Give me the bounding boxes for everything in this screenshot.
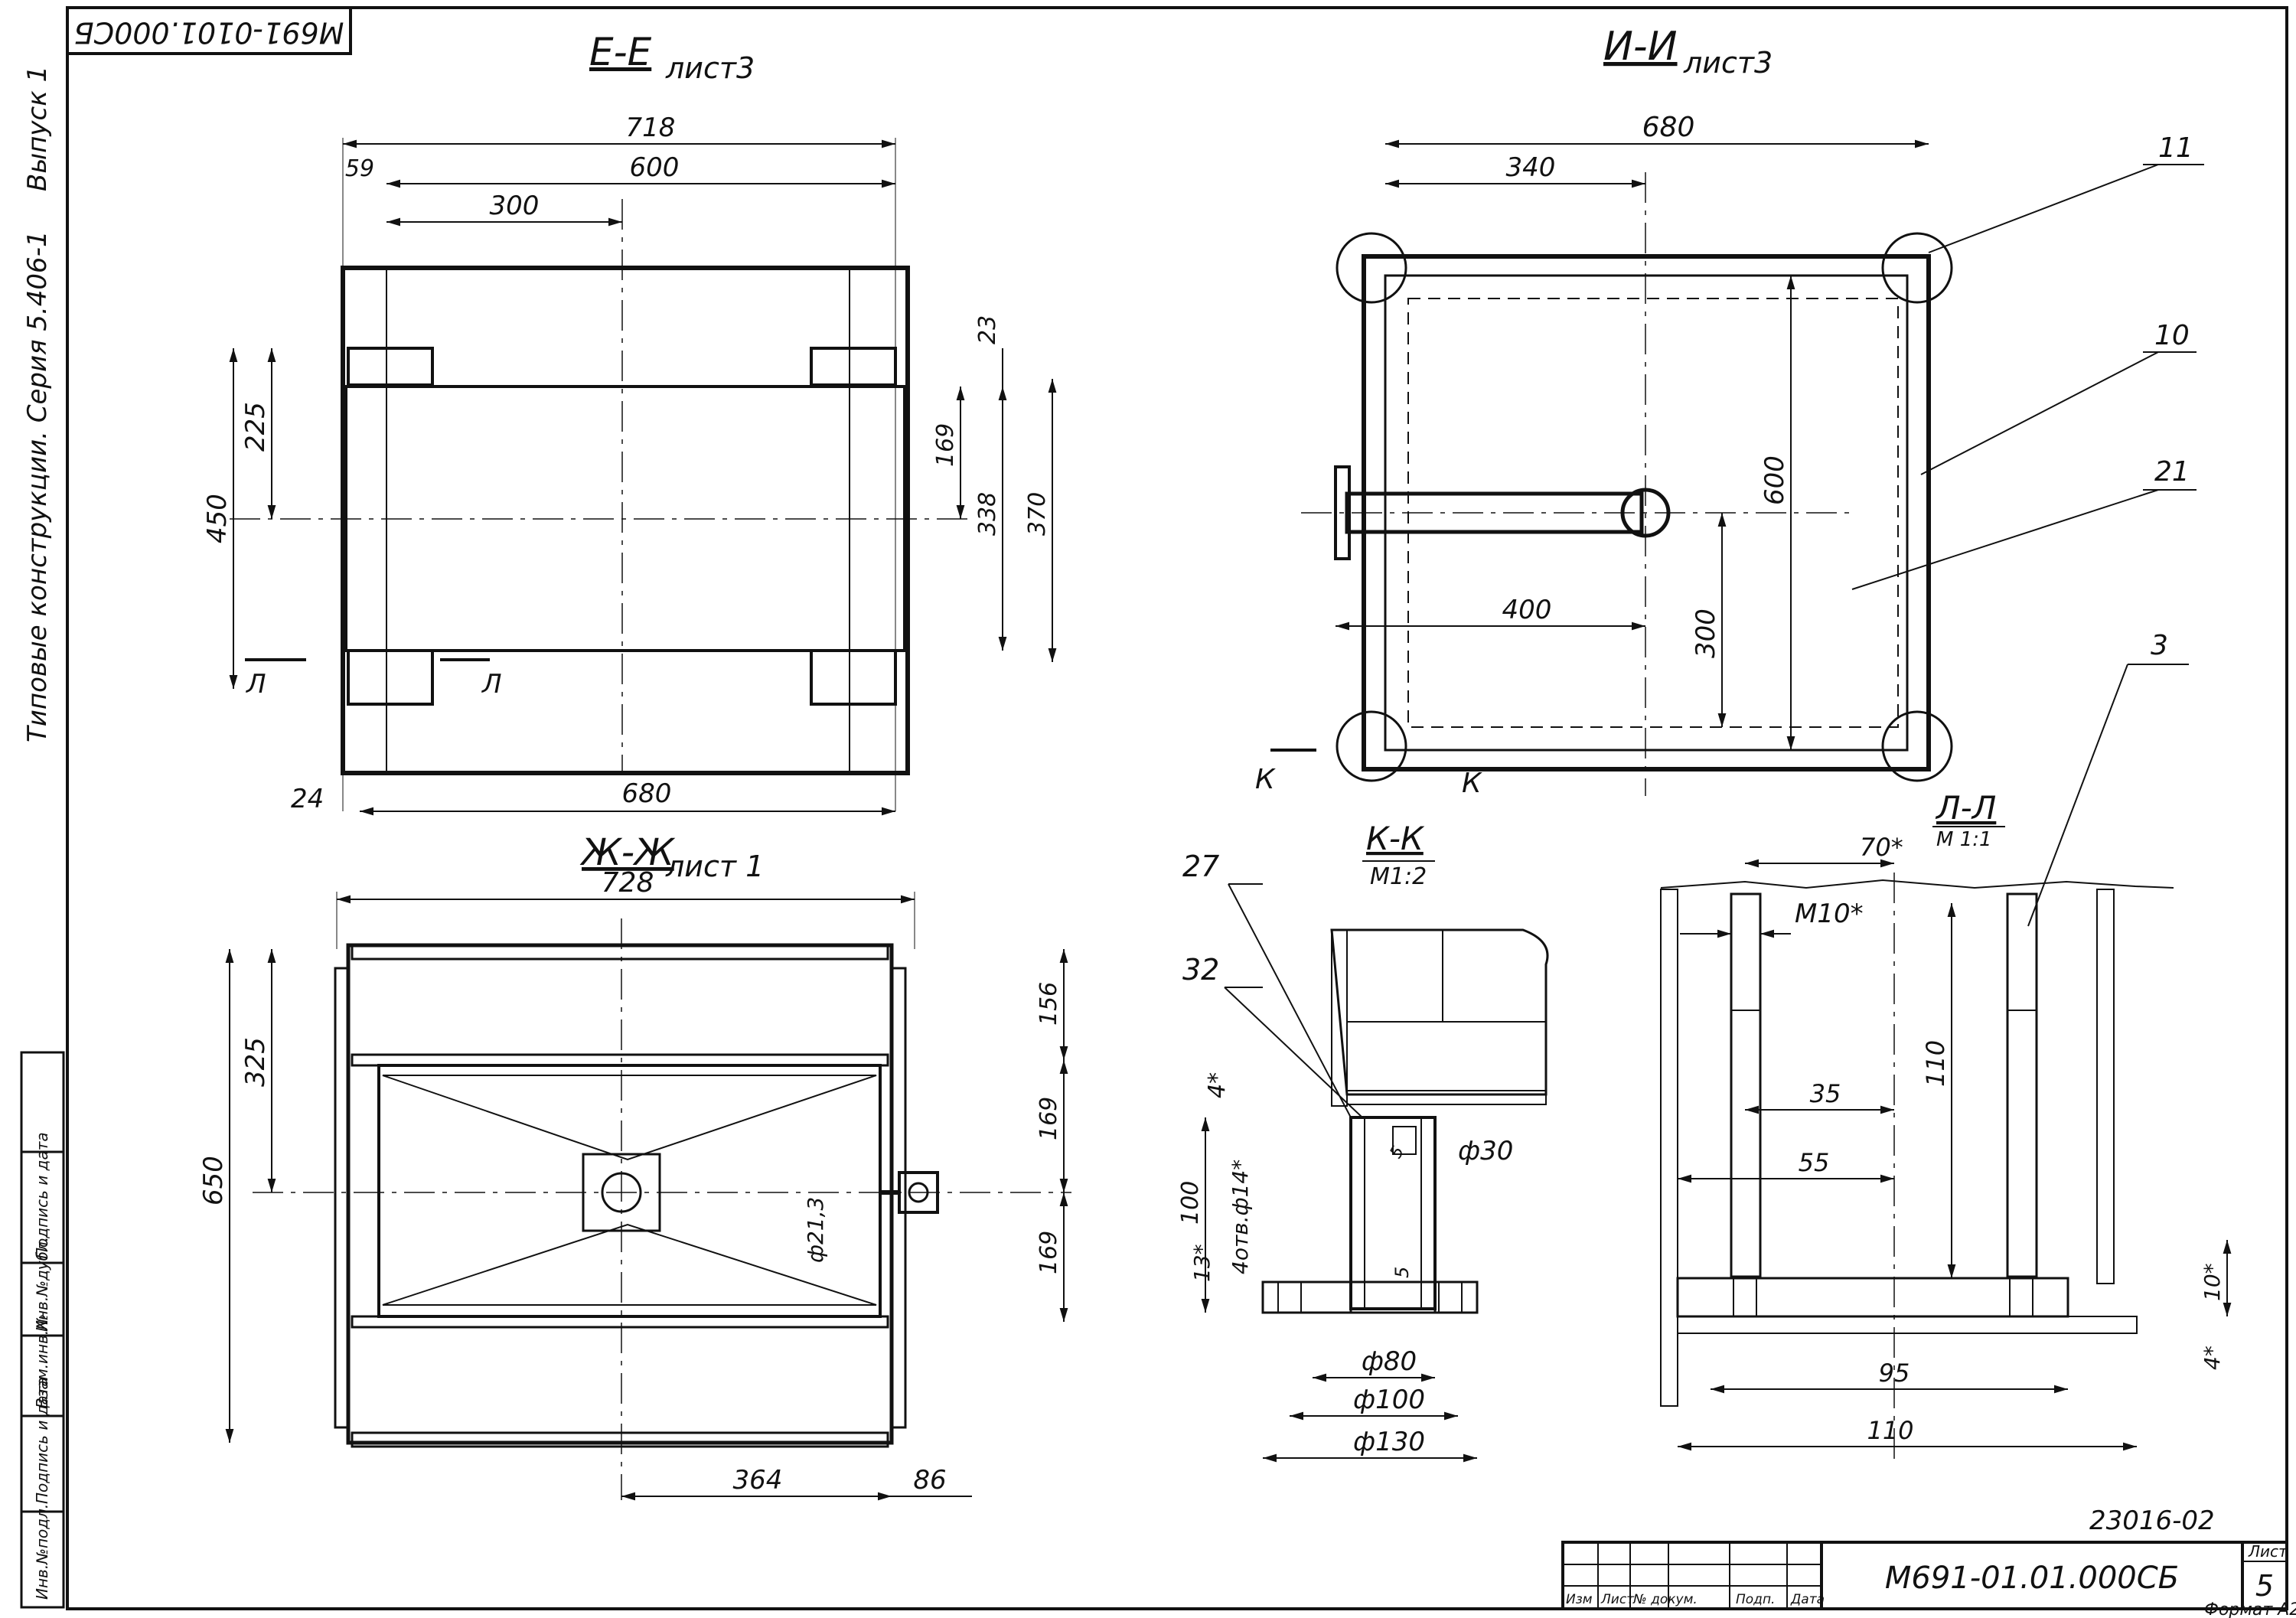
ii-dim-600: 600 <box>1760 455 1790 505</box>
tb-sheet-label: Лист <box>2248 1542 2288 1561</box>
tb-doc-number: М691-01.01.000СБ <box>1885 1561 2179 1596</box>
ee-dim-24: 24 <box>291 784 324 814</box>
tb-row-label-3: № докум. <box>1632 1592 1698 1607</box>
kk-dim-phi100: ф100 <box>1353 1385 1425 1415</box>
ll-dim-70star: 70* <box>1860 833 1903 862</box>
ll-callout-3: 3 <box>2151 630 2168 661</box>
zz-dim-156: 156 <box>1035 982 1062 1026</box>
ll-dim-10star: 10* <box>2200 1263 2225 1301</box>
view-kk-title: К-К <box>1366 820 1425 857</box>
kk-dim-phi80: ф80 <box>1362 1346 1417 1377</box>
view-ll: Л-Л М 1:1 70* М10* 110 35 55 10* 4* 95 1… <box>1660 789 2232 1462</box>
kk-callout-32: 32 <box>1182 953 1219 987</box>
view-ll-scale: М 1:1 <box>1936 828 1992 851</box>
tb-row-label-4: Подп. <box>1736 1592 1775 1607</box>
ii-cut-k-left: К <box>1255 764 1276 795</box>
kk-dim-holes: 4отв.ф14* <box>1228 1160 1253 1274</box>
zz-dim-325: 325 <box>240 1037 271 1087</box>
zz-dim-728: 728 <box>602 867 654 899</box>
ee-dim-225: 225 <box>240 402 271 452</box>
side-stamp-col-2: Подпись и дата <box>33 1377 51 1504</box>
ee-dim-370: 370 <box>1024 492 1051 536</box>
kk-dim-phi30: ф30 <box>1458 1136 1513 1166</box>
ee-dim-600: 600 <box>630 152 680 183</box>
ee-dim-718: 718 <box>626 113 676 143</box>
kk-callout-27: 27 <box>1182 850 1219 883</box>
side-stamp-col-5: Подпись и дата <box>33 1132 51 1259</box>
side-stamp-col-4: Инв.№дубл. <box>33 1237 51 1332</box>
view-kk-scale: М1:2 <box>1370 863 1427 890</box>
view-ee: Е-Е лист3 718 600 59 300 23 225 450 169 … <box>202 30 1057 816</box>
zz-dim-650: 650 <box>198 1156 229 1205</box>
ee-dim-169: 169 <box>932 423 959 467</box>
ii-cut-k-right: К <box>1462 768 1482 799</box>
view-ll-title: Л-Л <box>1935 789 1996 827</box>
ee-cut-l-left: Л <box>245 669 266 700</box>
ee-dim-59: 59 <box>345 155 374 182</box>
ee-dim-23: 23 <box>974 315 1001 344</box>
side-stamp: Инв.№подл. Подпись и дата Взам.инв.№ Инв… <box>20 1051 65 1609</box>
view-ee-sheet: лист3 <box>665 51 755 85</box>
ee-cut-l-right: Л <box>481 669 502 700</box>
ll-dim-55: 55 <box>1799 1148 1830 1177</box>
kk-dim-5b: 5 <box>1391 1267 1413 1278</box>
ee-dim-680: 680 <box>622 778 672 809</box>
note-number: 23016-02 <box>2089 1505 2215 1536</box>
kk-dim-4star: 4* <box>1204 1072 1231 1098</box>
tb-row-label-2: Лист <box>1600 1592 1635 1607</box>
kk-dim-100: 100 <box>1177 1181 1204 1225</box>
view-zz-title: Ж-Ж <box>579 831 676 874</box>
view-zz: Ж-Ж лист 1 728 325 650 156 169 169 ф21, <box>198 831 1071 1501</box>
view-ii-title: И-И <box>1603 24 1678 70</box>
ll-dim-35: 35 <box>1810 1079 1841 1108</box>
view-ee-title: Е-Е <box>589 30 652 74</box>
series-text: Типовые конструкции. Серия 5.406-1 <box>22 230 53 742</box>
view-zz-sheet: лист 1 <box>665 850 764 883</box>
doc-code-rotated: M691-0101.000СБ <box>74 16 344 50</box>
kk-dim-5a: 5 <box>1387 1143 1409 1162</box>
side-stamp-col-1: Инв.№подл. <box>33 1504 51 1600</box>
side-stamp-col-3: Взам.инв.№ <box>33 1314 51 1408</box>
ii-dim-680: 680 <box>1642 112 1695 143</box>
ee-dim-450: 450 <box>202 494 233 543</box>
ll-dim-95: 95 <box>1879 1359 1910 1388</box>
tb-sheet-number: 5 <box>2255 1569 2274 1603</box>
ll-dim-110v: 110 <box>1921 1040 1950 1087</box>
view-kk: К-К М1:2 27 32 4* 100 4отв.ф14* 13* ф30 … <box>1177 820 1549 1463</box>
kk-dim-13star: 13* <box>1189 1244 1215 1282</box>
ii-dim-340: 340 <box>1506 152 1556 183</box>
ii-dim-400: 400 <box>1502 595 1552 625</box>
ee-dim-300: 300 <box>490 191 540 221</box>
format-label: Формат А2 <box>2204 1600 2296 1618</box>
zz-dim-169a: 169 <box>1035 1097 1062 1140</box>
rotated-doc-code-stamp: M691-0101.000СБ <box>66 6 352 55</box>
title-block: Изм Лист № докум. Подп. Дата М691-01.01.… <box>1561 1541 2288 1610</box>
zz-dim-364: 364 <box>733 1465 783 1496</box>
issue-text: Выпуск 1 <box>22 66 53 191</box>
kk-dim-phi130: ф130 <box>1353 1427 1425 1457</box>
zz-dim-169b: 169 <box>1035 1231 1062 1274</box>
ll-dim-4star: 4* <box>2200 1346 2225 1370</box>
sheet-frame <box>66 6 2288 1610</box>
ii-dim-300: 300 <box>1691 608 1721 658</box>
ll-dim-110h: 110 <box>1867 1416 1913 1445</box>
ii-callout-21: 21 <box>2154 456 2190 488</box>
zz-dim-phi21: ф21,3 <box>803 1197 828 1263</box>
tb-row-label-1: Изм <box>1566 1592 1593 1607</box>
ll-dim-m10star: М10* <box>1795 899 1864 929</box>
view-ii: И-И лист3 680 340 600 300 400 К К 11 <box>1255 24 2204 927</box>
ii-callout-10: 10 <box>2154 320 2190 351</box>
view-ii-sheet: лист3 <box>1683 46 1773 80</box>
ee-dim-338: 338 <box>974 492 1001 536</box>
zz-dim-86: 86 <box>913 1465 946 1496</box>
tb-row-label-5: Дата <box>1790 1592 1825 1607</box>
ii-callout-11: 11 <box>2158 132 2193 164</box>
